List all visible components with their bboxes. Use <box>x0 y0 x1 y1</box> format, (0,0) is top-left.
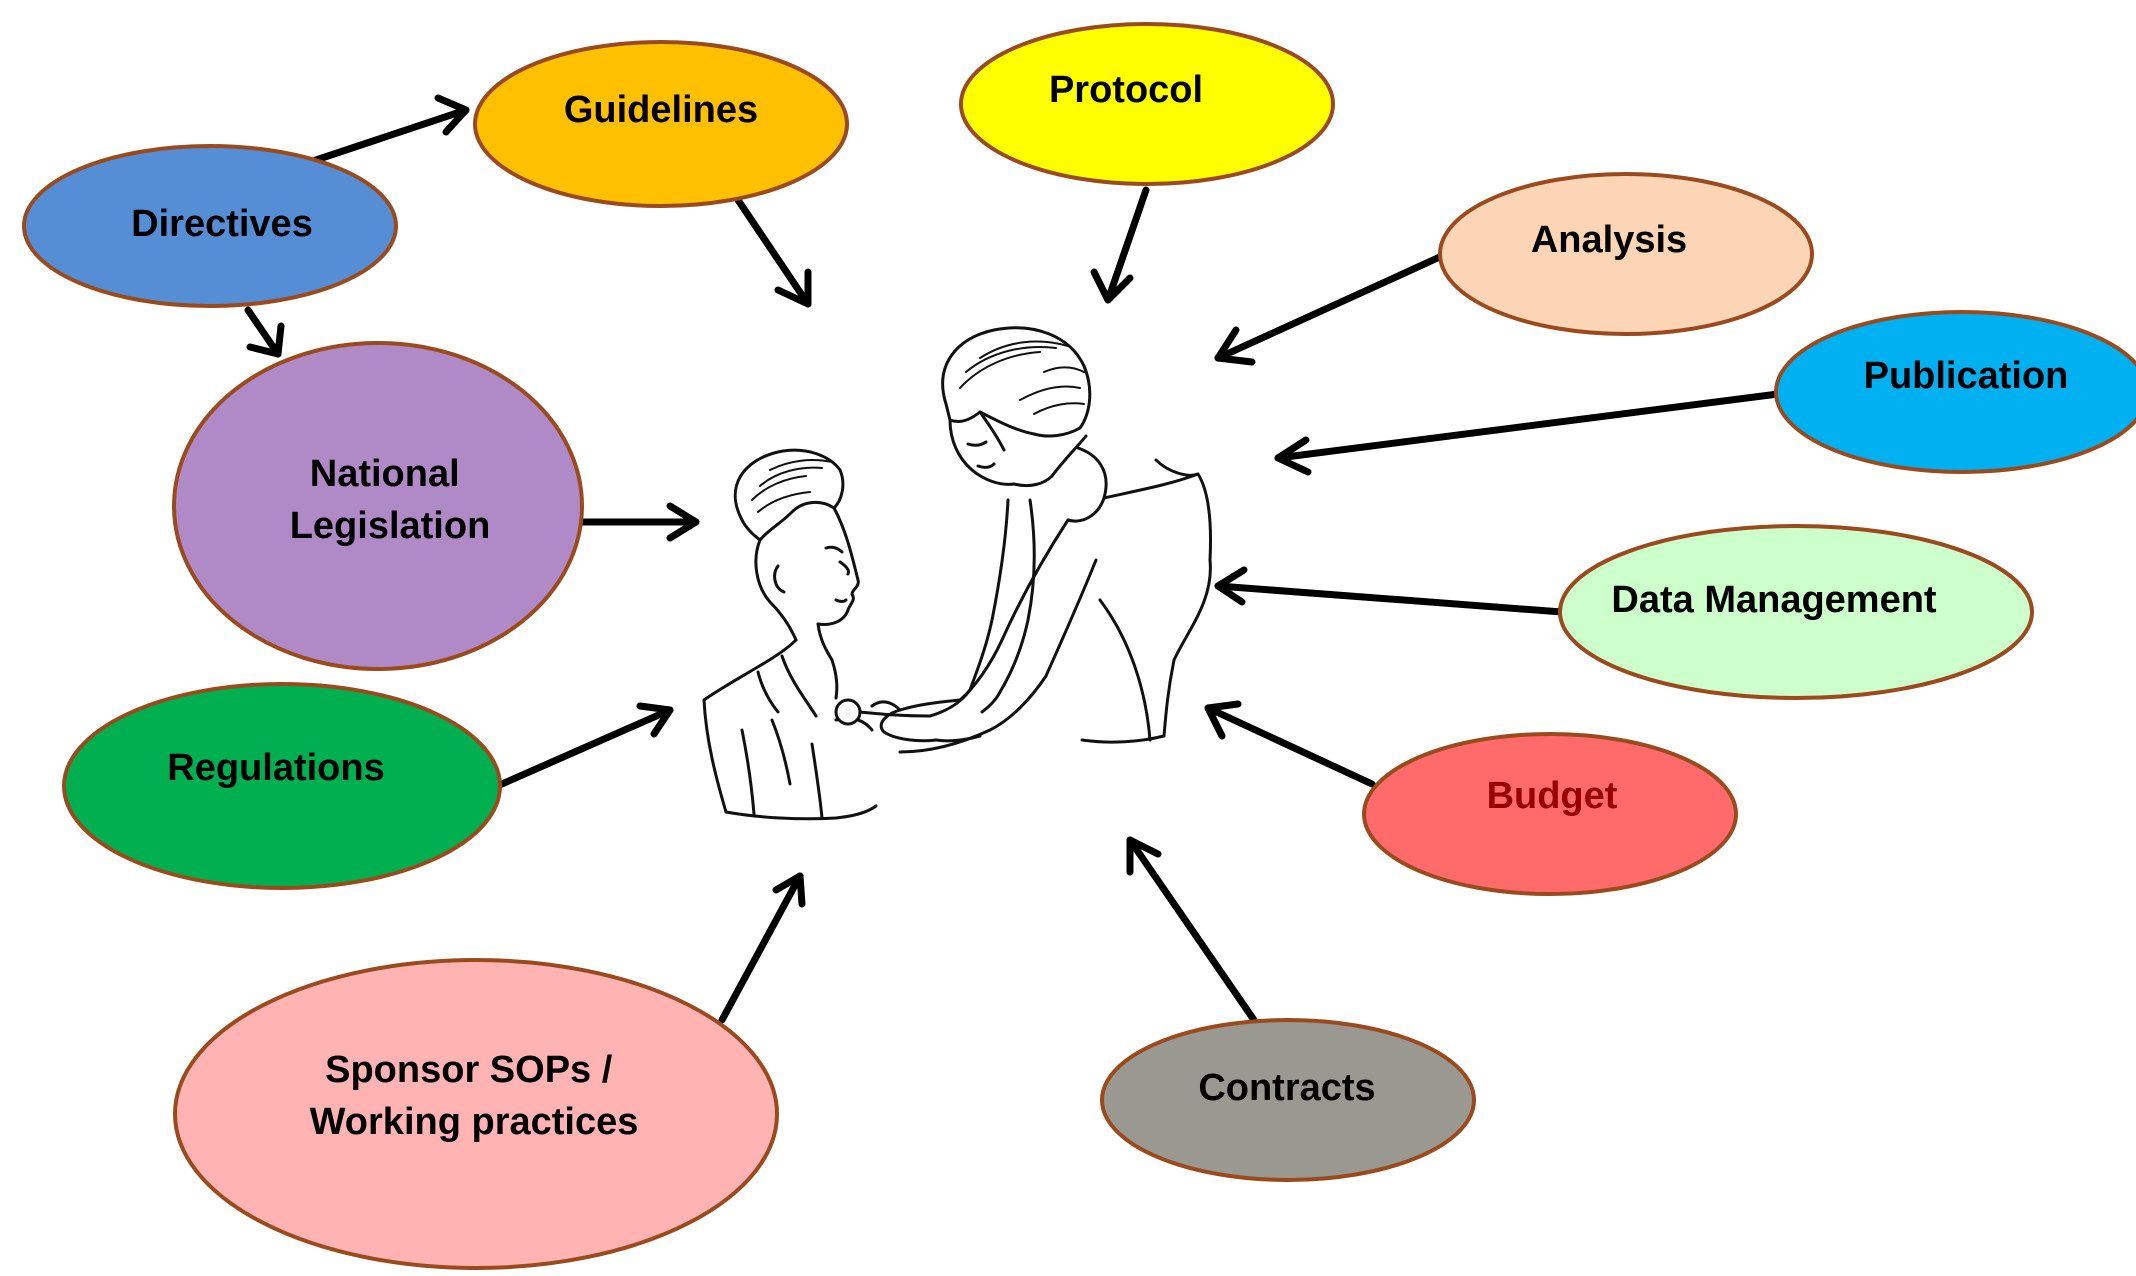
doctor-figure <box>834 326 1212 754</box>
node-sponsor-sops-shape <box>173 958 779 1270</box>
node-national-legislation-line-1: National <box>310 453 460 495</box>
doctor-examining-patient-illustration <box>702 326 1212 821</box>
node-protocol: Protocol <box>959 22 1335 186</box>
node-data-management-shape <box>1558 524 2034 700</box>
node-publication-label: Publication <box>1864 355 2069 397</box>
node-contracts-shape <box>1100 1018 1476 1182</box>
node-publication: Publication <box>1774 310 2136 474</box>
node-publication-shape <box>1774 310 2136 474</box>
node-directives: Directives <box>22 144 398 308</box>
arrow-budget-to-illustration <box>1204 700 1376 788</box>
node-sponsor-sops-line-1: Sponsor SOPs / <box>325 1049 613 1091</box>
node-sponsor-sops: Sponsor SOPs / Working practices <box>173 958 779 1270</box>
node-sponsor-sops-line-2: Working practices <box>310 1101 639 1143</box>
node-budget: Budget <box>1362 732 1738 896</box>
arrow-directives-to-guidelines <box>312 94 470 164</box>
node-analysis-shape <box>1438 172 1814 336</box>
arrow-guidelines-to-illustration <box>734 196 812 308</box>
arrow-analysis-to-illustration <box>1214 252 1446 366</box>
arrow-publication-to-illustration <box>1274 390 1782 476</box>
node-contracts-label: Contracts <box>1198 1067 1375 1109</box>
arrow-data-management-to-illustration <box>1214 566 1566 616</box>
node-sponsor-sops-label: Sponsor SOPs / Working practices <box>310 1049 639 1143</box>
node-contracts: Contracts <box>1100 1018 1476 1182</box>
node-protocol-shape <box>959 22 1335 186</box>
node-guidelines-shape <box>473 40 849 208</box>
node-directives-shape <box>22 144 398 308</box>
node-budget-label: Budget <box>1487 775 1618 817</box>
node-analysis: Analysis <box>1438 172 1814 336</box>
node-regulations-shape <box>62 682 502 890</box>
patient-figure <box>702 448 878 821</box>
node-national-legislation-shape <box>172 341 584 671</box>
arrow-sponsor-sops-to-illustration <box>718 872 806 1024</box>
arrow-regulations-to-illustration <box>498 702 674 788</box>
arrow-directives-to-national-legislation <box>244 306 285 358</box>
node-regulations: Regulations <box>62 682 502 890</box>
node-regulations-label: Regulations <box>167 747 384 789</box>
node-national-legislation-line-2: Legislation <box>290 505 491 547</box>
node-national-legislation-label: National Legislation <box>290 453 491 547</box>
node-analysis-label: Analysis <box>1531 219 1687 261</box>
node-national-legislation: National Legislation <box>172 341 584 671</box>
node-directives-label: Directives <box>131 203 313 245</box>
node-data-management: Data Management <box>1558 524 2034 700</box>
node-protocol-label: Protocol <box>1049 69 1203 111</box>
node-guidelines: Guidelines <box>473 40 849 208</box>
node-guidelines-label: Guidelines <box>564 89 758 131</box>
arrows <box>244 94 1782 1024</box>
arrow-contracts-to-illustration <box>1126 836 1258 1024</box>
arrow-protocol-to-illustration <box>1090 186 1150 304</box>
node-budget-shape <box>1362 732 1738 896</box>
node-data-management-label: Data Management <box>1611 579 1937 621</box>
